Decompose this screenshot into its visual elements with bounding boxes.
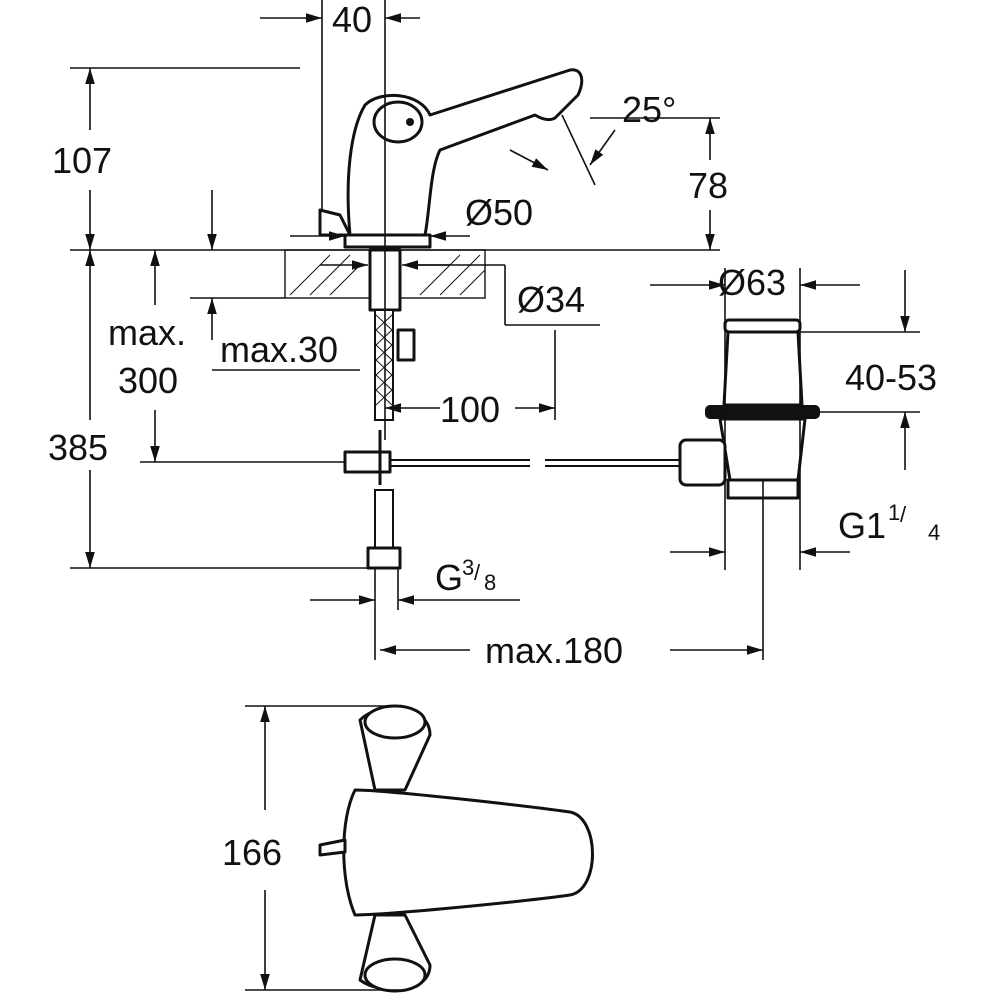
svg-text:/: / [474,560,481,585]
dim-supply-thread: G 3 / 8 [435,555,496,598]
dim-hole-diameter: Ø34 [517,279,585,320]
dim-max-30: max.30 [220,329,338,370]
faucet-side-view [318,68,584,249]
waste-valve [678,318,820,500]
dim-166: 166 [222,832,282,873]
svg-text:G: G [435,557,463,598]
svg-text:1: 1 [888,500,900,525]
svg-text:3: 3 [462,555,474,580]
dimension-lines [70,0,920,991]
dim-100: 100 [440,389,500,430]
dim-waste-diameter: Ø63 [718,262,786,303]
svg-text:8: 8 [484,570,496,595]
svg-text:4: 4 [928,520,940,545]
dim-waste-thread: G1 1 / 4 [838,500,940,546]
dim-max-label: max. [108,312,186,353]
svg-text:G1: G1 [838,505,886,546]
dim-385: 385 [48,427,108,468]
dim-107: 107 [52,140,112,181]
dim-300: 300 [118,360,178,401]
dim-78: 78 [688,165,728,206]
faucet-top-view [318,704,594,993]
dim-40: 40 [332,0,372,40]
dim-waste-thickness: 40-53 [845,357,937,398]
dim-base-diameter: Ø50 [465,192,533,233]
pop-up-rod [140,430,680,485]
svg-text:/: / [900,502,907,527]
dim-max-180: max.180 [485,630,623,671]
dim-25-deg: 25° [622,89,676,130]
